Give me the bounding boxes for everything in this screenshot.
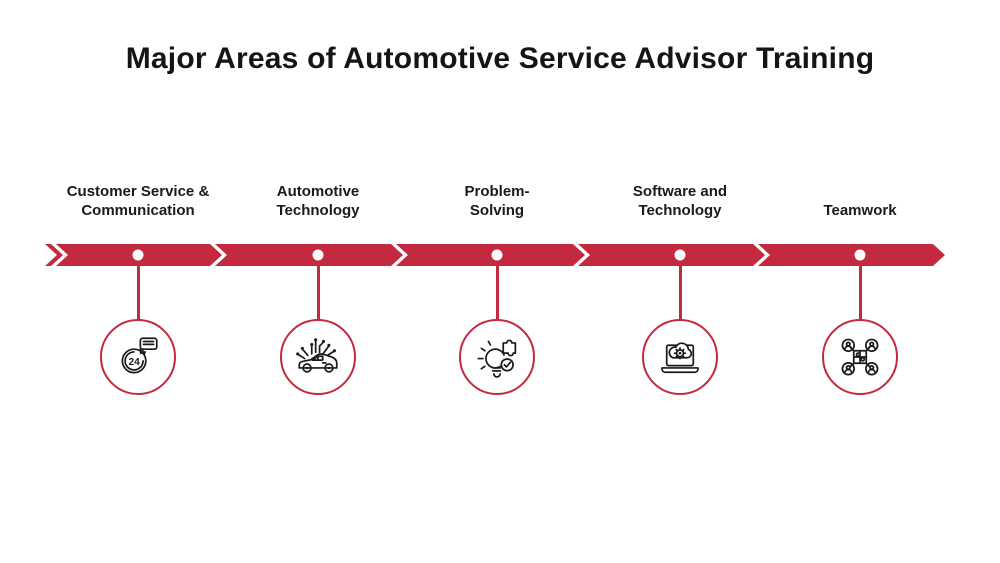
timeline-dot-2 [312,249,324,261]
timeline-dot-4 [674,249,686,261]
arrow-start-chevron [45,244,63,266]
timeline-dot-5 [854,249,866,261]
teamwork-puzzle-icon [841,338,879,376]
timeline-label-problem-solving: Problem- Solving [464,183,530,219]
timeline-label-customer-service: Customer Service & Communication [66,183,210,219]
arrow-segment-3 [396,244,585,266]
arrow-segment-5 [758,244,945,266]
icon-circle-automotive-technology [280,319,356,395]
lightbulb-puzzle-check-icon [477,339,517,378]
icon-circle-teamwork [822,319,898,395]
24-hour-support-icon: 24 [121,337,158,374]
connector-line-3 [495,254,499,321]
icon-circle-software-technology [642,319,718,395]
icon-circle-customer-service: 24 [100,319,176,395]
timeline-label-teamwork: Teamwork [823,202,897,219]
timeline-arrow-band [45,244,945,266]
laptop-cloud-gear-icon [661,342,699,374]
svg-text:24: 24 [128,357,140,368]
connector-line-1 [136,254,140,321]
connected-car-icon [296,338,338,373]
timeline-label-software-technology: Software and Technology [632,183,728,219]
connector-line-2 [316,254,320,321]
timeline-dot-1 [132,249,144,261]
connector-line-4 [678,254,682,321]
page-title: Major Areas of Automotive Service Adviso… [125,42,875,75]
arrow-segment-4 [578,244,765,266]
timeline-dot-3 [491,249,503,261]
arrow-segment-2 [215,244,403,266]
timeline-label-automotive-technology: Automotive Technology [276,183,360,219]
icon-circle-problem-solving [459,319,535,395]
connector-line-5 [858,254,862,321]
